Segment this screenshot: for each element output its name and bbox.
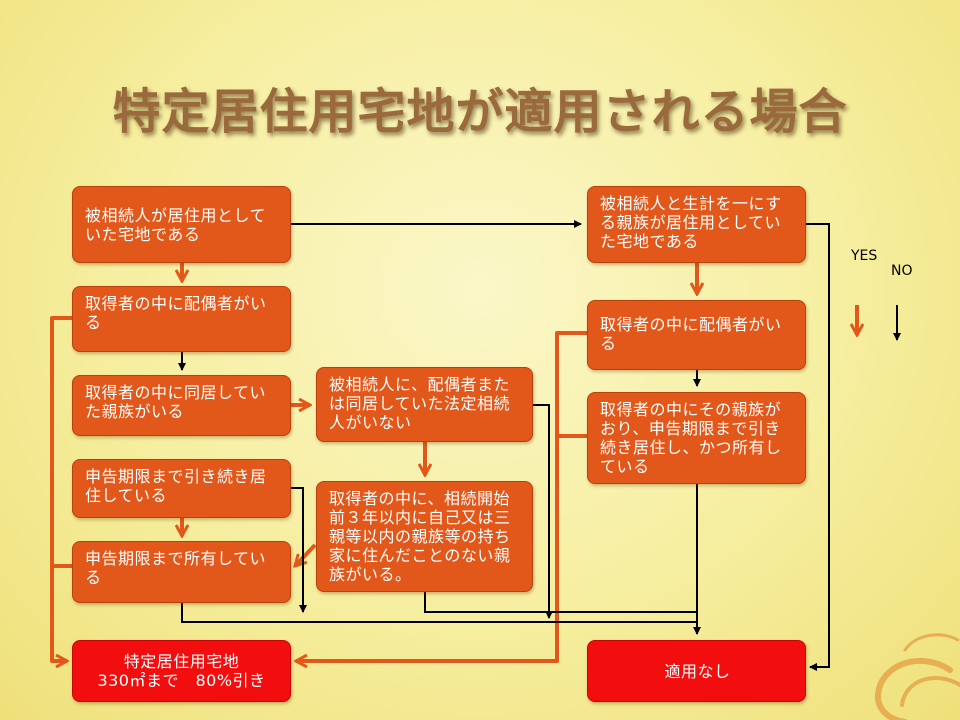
yes-arrow-m2-l5 [295,543,317,566]
flow-box-l1: 被相続人が居住用としていた宅地である [72,186,291,263]
flow-box-l3: 取得者の中に同居していた親族がいる [72,375,291,436]
no-arrow-l5 [181,603,697,623]
yes-arrow-l2-result [50,316,72,661]
yes-arrow-r2-result [296,331,587,661]
no-arrow-m2 [424,592,697,613]
legend-no-label: NO [891,263,913,279]
result-yes-line1: 特定居住用宅地 [123,652,240,671]
result-yes-line2: 330㎡まで 80%引き [97,671,266,690]
no-arrow-l4 [291,487,307,613]
ornament-icon [875,633,960,720]
legend-yes-label: YES [851,249,877,264]
no-arrow-r1-result [806,223,830,671]
flow-box-r2: 取得者の中に配偶者がいる [587,300,806,370]
flow-box-l5: 申告期限まで所有している [72,541,291,603]
flow-box-r1: 被相続人と生計を一にする親族が居住用としていた宅地である [587,186,806,263]
result-box-no: 適用なし [587,640,806,702]
flow-box-l4: 申告期限まで引き続き居住している [72,459,291,518]
flow-box-m2: 取得者の中に、相続開始前３年以内に自己又は三親等以内の親族等の持ち家に住んだこと… [316,481,533,592]
flow-box-r3: 取得者の中にその親族がおり、申告期限まで引き続き居住し、かつ所有している [587,392,806,484]
page-title: 特定居住用宅地が適用される場合 [112,84,848,140]
result-box-yes: 特定居住用宅地 330㎡まで 80%引き [72,640,291,702]
no-arrow-m1 [533,404,553,619]
flow-box-l2: 取得者の中に配偶者がいる [72,286,291,352]
flow-box-m1: 被相続人に、配偶者または同居していた法定相続人がいない [316,367,533,442]
